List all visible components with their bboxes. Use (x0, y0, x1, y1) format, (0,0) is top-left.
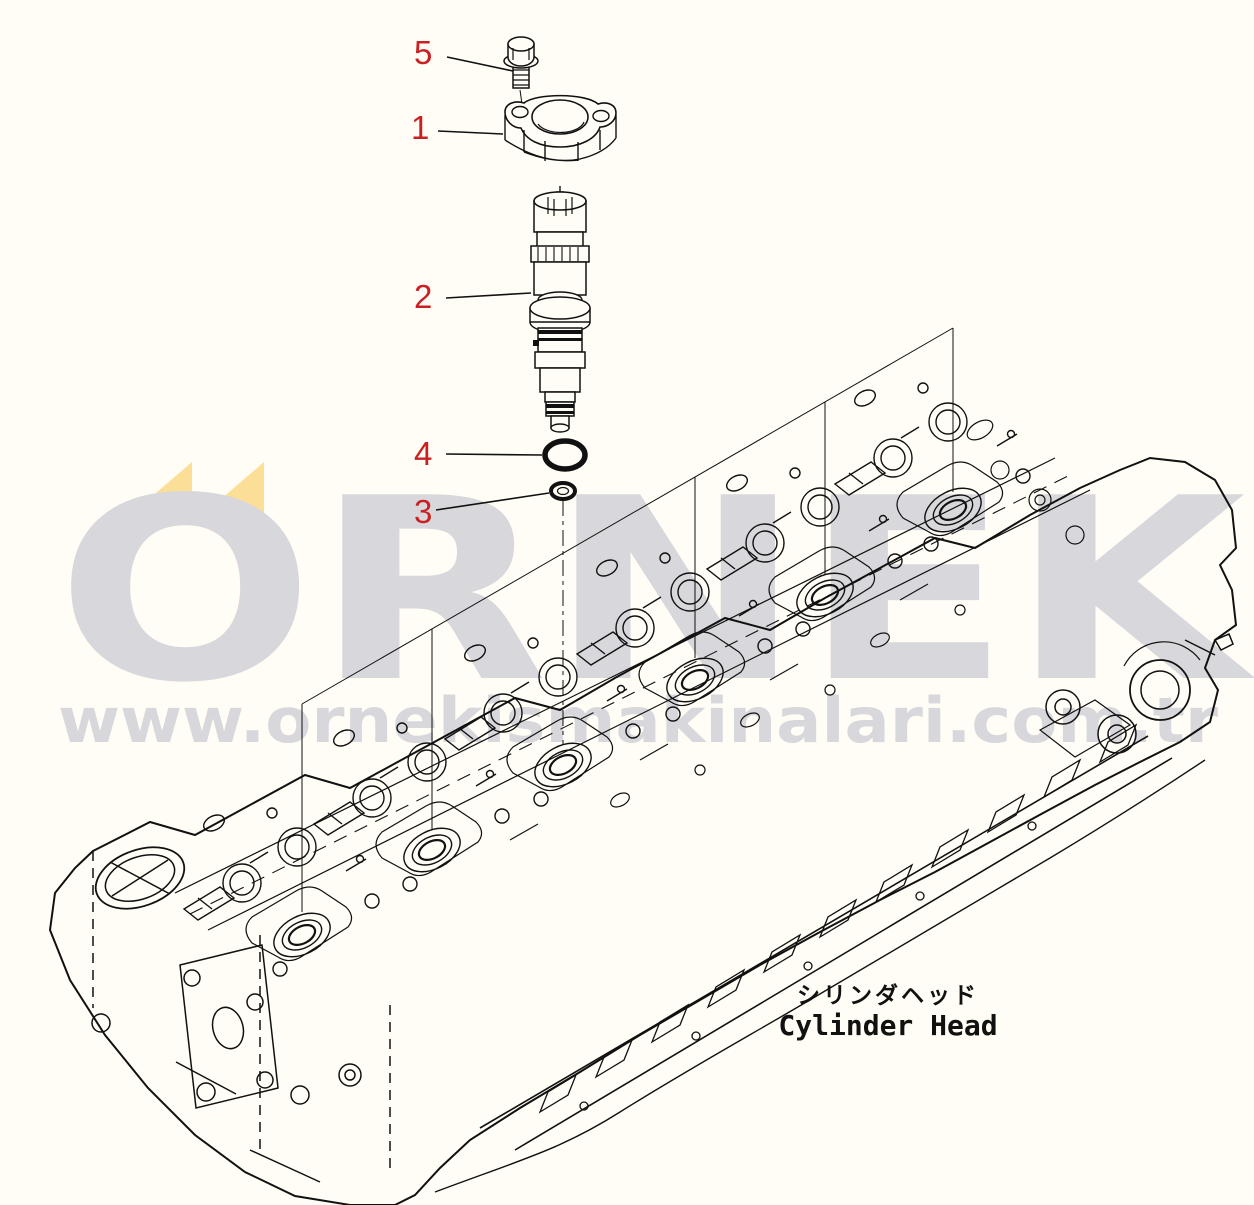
callout-1-number: 1 (411, 109, 429, 146)
position-leader-lines (301, 327, 954, 912)
callout-3-number: 3 (414, 493, 432, 530)
right-end-details (1038, 633, 1234, 758)
port-openings (538, 723, 1138, 1114)
callout-4-number: 4 (414, 435, 432, 472)
label-en: Cylinder Head (778, 1009, 997, 1042)
label-jp: シリンダヘッド (797, 982, 979, 1009)
injector-drawing (529, 186, 591, 433)
o-ring-small-drawing (549, 481, 577, 501)
callouts: 5 1 2 4 3 (411, 34, 550, 530)
callout-1-leader (437, 130, 504, 135)
callout-3-leader (435, 492, 550, 511)
bolt-drawing (503, 36, 539, 119)
watermark-accent-triangle-1 (128, 462, 192, 517)
watermark-url-text: www.ornekismakinalari.com.tr (58, 684, 1218, 757)
callout-2-number: 2 (414, 278, 432, 315)
left-end-details (91, 846, 391, 1183)
watermark-accent-triangle-2 (200, 462, 264, 517)
callout-5-leader (446, 56, 514, 72)
cylinder-head-drawing (48, 381, 1238, 1205)
callout-4-leader (445, 453, 543, 456)
callout-2-leader (445, 292, 532, 299)
deck-details (509, 419, 1085, 841)
watermark-brand-text: ORNEK (56, 445, 1254, 738)
callout-5-number: 5 (414, 34, 432, 71)
clamp-drawing (504, 94, 617, 162)
o-ring-large-drawing (542, 438, 588, 472)
